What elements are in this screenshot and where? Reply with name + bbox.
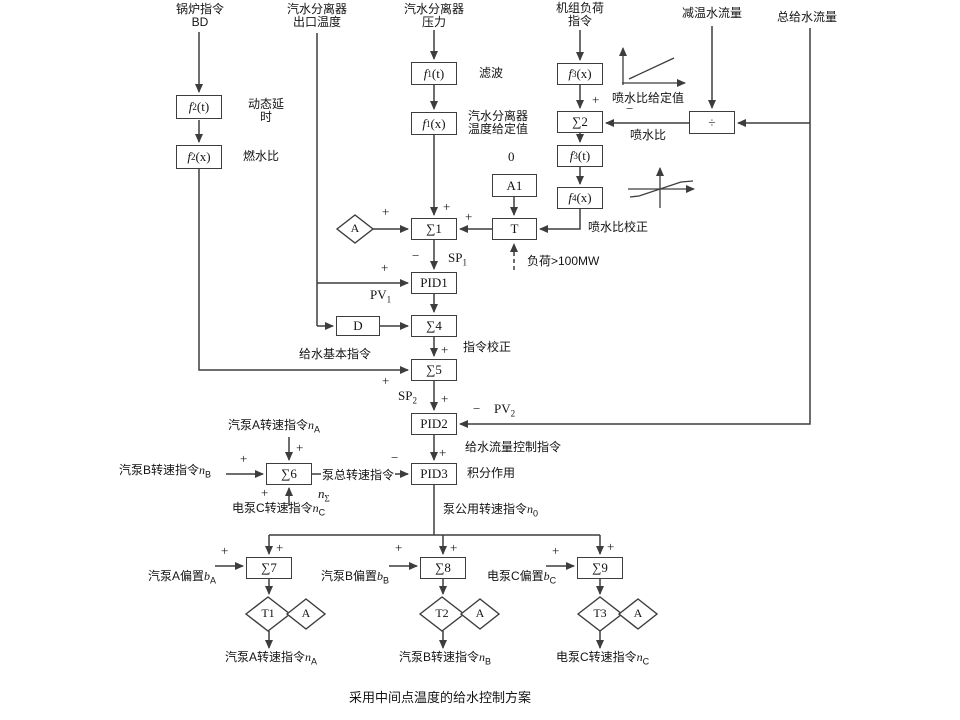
plus-sum1-left: +: [382, 204, 390, 219]
minus-sum1-out: −: [412, 248, 420, 263]
pumpB-speed-cmd-out-label: 汽泵B转速指令nB: [399, 650, 492, 667]
sum8-block: ∑8: [420, 557, 466, 579]
filter-note: 滤波: [479, 66, 504, 80]
plus-sum7-left: +: [221, 543, 229, 558]
d-block: D: [336, 316, 380, 336]
input-separator-pressure: 汽水分离器压力: [403, 2, 464, 29]
a3-diamond-label: A: [633, 606, 643, 620]
a-diamond-2: [459, 598, 501, 630]
pid2-block: PID2: [411, 413, 457, 435]
separator-temp-setpoint-note: 汽水分离器温度给定值: [468, 109, 529, 136]
sum5-block: ∑5: [411, 359, 457, 381]
plus-sum6-left: +: [240, 451, 248, 466]
pv2-label: PV2: [494, 401, 516, 419]
load-condition-note: 负荷>100MW: [527, 254, 600, 268]
pump-common-speed-cmd-label: 泵公用转速指令n0: [443, 502, 539, 519]
pumpA-bias-label: 汽泵A偏置bA: [148, 569, 217, 586]
t1-label: T1: [261, 606, 275, 620]
a-diamond-1: [285, 598, 327, 630]
spray-ratio-setpoint-note: 喷水比给定值: [612, 91, 685, 105]
input-unit-load-command: 机组负荷指令: [555, 1, 604, 28]
pumpA-speed-cmd-in-label: 汽泵A转速指令nA: [228, 418, 321, 435]
a2-diamond-label: A: [475, 606, 485, 620]
pumpB-bias-label: 汽泵B偏置bB: [321, 569, 390, 586]
sum4-block: ∑4: [411, 315, 457, 337]
sp1-label: SP1: [448, 250, 467, 268]
zero-label: 0: [508, 149, 515, 164]
diagram-caption: 采用中间点温度的给水控制方案: [349, 690, 532, 705]
feedwater-basic-cmd-note: 给水基本指令: [298, 347, 373, 361]
t3-label: T3: [593, 606, 607, 620]
plus-sum9-top: +: [607, 539, 615, 554]
feedwater-flow-ctrl-cmd-note: 给水流量控制指令: [465, 440, 562, 454]
plus-pid3-top: +: [439, 445, 447, 460]
auto-station-label: A: [350, 221, 360, 235]
sp2-label: SP2: [398, 388, 417, 406]
auto-station-diamond: [335, 214, 375, 244]
a-diamond-3: [617, 598, 659, 630]
pump-total-speed-cmd-label: 泵总转速指令: [321, 468, 396, 482]
spray-ratio-note: 喷水比: [630, 128, 667, 142]
minus-pid3-left: −: [391, 450, 399, 465]
t-switch-block: T: [492, 218, 537, 240]
plus-sum9-left: +: [552, 543, 560, 558]
sum1-block: ∑1: [411, 218, 457, 240]
correction-curve-icon: [628, 167, 695, 208]
plus-sum5-left: +: [382, 373, 390, 388]
pump-total-speed-var: nΣ: [318, 486, 330, 504]
plus-sum7-top: +: [276, 540, 284, 555]
plus-sum2-top: +: [592, 92, 600, 107]
input-total-feedwater-flow: 总给水流量: [777, 10, 838, 24]
input-spray-water-flow: 减温水流量: [682, 6, 743, 20]
sum6-block: ∑6: [266, 463, 312, 485]
sum2-block: ∑2: [557, 111, 603, 133]
plus-sum1-top: +: [443, 199, 451, 214]
a1-block: A1: [492, 174, 537, 197]
plus-pid1-left: +: [381, 260, 389, 275]
plus-sum6-bottom: +: [261, 485, 269, 500]
pid1-block: PID1: [411, 272, 457, 294]
pumpA-speed-cmd-out-label: 汽泵A转速指令nA: [225, 650, 318, 667]
plus-sum6-top: +: [296, 440, 304, 455]
ramp-curve-icon: [619, 47, 686, 87]
pumpC-bias-label: 电泵C偏置bC: [487, 569, 557, 586]
sum9-block: ∑9: [577, 557, 623, 579]
spray-ratio-correction-note: 喷水比校正: [588, 220, 649, 234]
a1-diamond-label: A: [301, 606, 311, 620]
t2-label: T2: [435, 606, 449, 620]
divide-block: ÷: [689, 111, 735, 134]
pv1-label: PV1: [370, 287, 392, 305]
plus-sum8-left: +: [395, 540, 403, 555]
sum7-block: ∑7: [246, 557, 292, 579]
pid3-block: PID3: [411, 463, 457, 485]
plus-sum1-right: +: [465, 209, 473, 224]
pumpB-speed-cmd-in-label: 汽泵B转速指令nB: [119, 463, 212, 480]
plus-pid2-top: +: [441, 391, 449, 406]
plus-sum8-top: +: [450, 540, 458, 555]
plus-sum5-top: +: [441, 342, 449, 357]
dynamic-delay-note: 动态延时: [247, 97, 284, 124]
pumpC-speed-cmd-in-label: 电泵C转速指令nC: [232, 501, 326, 518]
command-correction-note: 指令校正: [463, 340, 512, 354]
integral-action-note: 积分作用: [467, 466, 516, 480]
minus-sum2-right: −: [626, 101, 634, 116]
input-separator-outlet-temp: 汽水分离器出口温度: [286, 2, 347, 29]
minus-pid2-right: −: [473, 401, 481, 416]
pumpC-speed-cmd-out-label: 电泵C转速指令nC: [556, 650, 650, 667]
fuel-water-ratio-note: 燃水比: [243, 149, 280, 163]
